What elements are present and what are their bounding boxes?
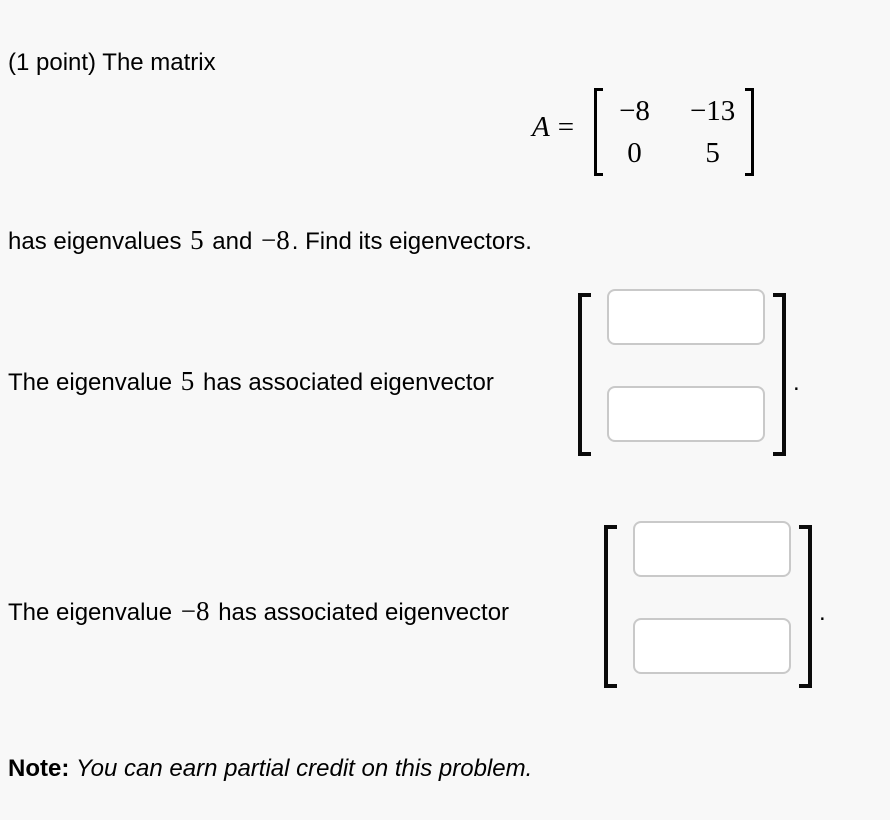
eigenvector-row-1: The eigenvalue 5 has associated eigenvec… [8, 289, 800, 456]
matrix-right-bracket [745, 88, 755, 176]
eigenvalues-sentence: has eigenvalues 5 and −8. Find its eigen… [8, 227, 532, 257]
eigenvector-2-eigenvalue: −8 [180, 596, 210, 626]
eigenvector-2-right-bracket [799, 525, 812, 688]
eigenvector-1-left-bracket [578, 293, 591, 456]
matrix-cell-r2c1: 0 [627, 137, 642, 169]
matrix-equation: A = −8 −13 0 5 [532, 88, 755, 176]
eigenvector-1-eigenvalue: 5 [180, 366, 195, 396]
note-label: Note: [8, 755, 70, 782]
eigenvector-2-entry-2[interactable] [633, 618, 791, 674]
eigenvalue-neg8: −8 [261, 225, 290, 255]
matrix: −8 −13 0 5 [594, 88, 755, 176]
eigenvector-2-period: . [819, 599, 826, 626]
eigenvector-1-label-pre: The eigenvalue [8, 369, 179, 396]
eigenvalue-5: 5 [190, 225, 204, 255]
eigenvector-2-entry-1[interactable] [633, 521, 791, 577]
eigenvector-row-2: The eigenvalue −8 has associated eigenve… [8, 521, 826, 688]
eigenvector-1-period: . [793, 369, 800, 396]
eigenvector-2-bracket-group [604, 521, 812, 688]
matrix-left-bracket [594, 88, 604, 176]
eigenvector-1-right-bracket [773, 293, 786, 456]
matrix-variable: A [532, 110, 550, 143]
eigenvector-1-label: The eigenvalue 5 has associated eigenvec… [8, 368, 578, 398]
eigenvector-2-label-pre: The eigenvalue [8, 599, 179, 626]
note-line: Note: You can earn partial credit on thi… [8, 754, 532, 784]
eigenvector-2-left-bracket [604, 525, 617, 688]
eigenvector-1-entry-2[interactable] [607, 386, 765, 442]
eigenvector-2-label-post: has associated eigenvector [211, 599, 510, 626]
matrix-cell-r2c2: 5 [705, 137, 720, 169]
matrix-cell-r1c1: −8 [619, 95, 650, 127]
eigenvector-1-entries [591, 289, 773, 456]
matrix-cells: −8 −13 0 5 [603, 88, 745, 176]
eigenvector-2-label: The eigenvalue −8 has associated eigenve… [8, 598, 604, 628]
eigenvector-1-label-post: has associated eigenvector [196, 369, 494, 396]
eigenvector-1-bracket-group [578, 289, 786, 456]
matrix-cell-r1c2: −13 [689, 95, 736, 127]
note-text: You can earn partial credit on this prob… [76, 755, 533, 782]
eigenvector-1-entry-1[interactable] [607, 289, 765, 345]
eigenvalues-sentence-pre: has eigenvalues [8, 228, 189, 255]
equals-sign: = [557, 110, 575, 143]
eigenvalues-sentence-mid: and [205, 228, 260, 255]
eigenvalues-sentence-post: . Find its eigenvectors. [291, 228, 532, 255]
problem-intro: (1 point) The matrix [8, 49, 216, 76]
eigenvector-2-entries [617, 521, 799, 688]
